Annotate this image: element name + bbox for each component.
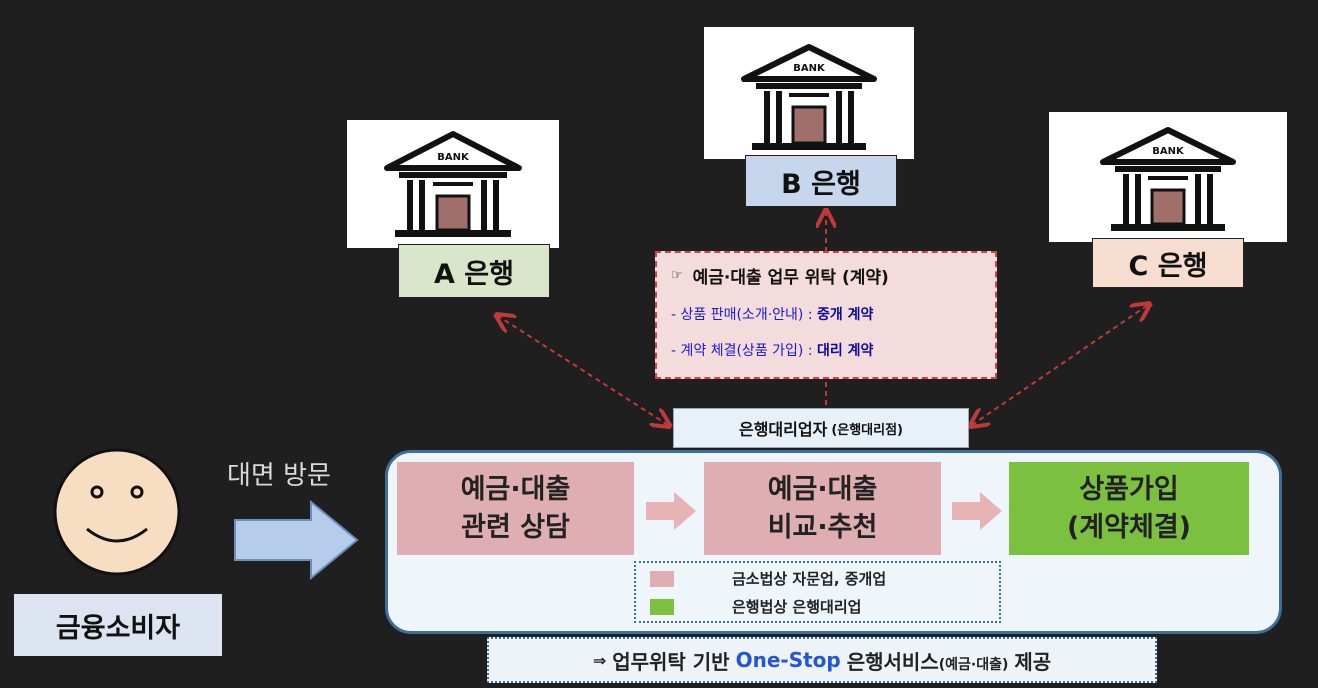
banner-tail: 제공 (1014, 649, 1052, 674)
contract-line-1-strong: 중개 계약 (816, 307, 874, 323)
bank-building-icon: BANK (741, 44, 877, 150)
legend-swatch-pink (650, 570, 674, 587)
step-2-line-1: 예금·대출 (767, 473, 878, 505)
banner-post: 은행서비스(예금·대출) (847, 646, 1009, 675)
contract-line-2-text: - 계약 체결(상품 가입) : (671, 343, 817, 359)
legend-item-pink: 금소법상 자문업, 중개업 (636, 568, 886, 589)
bank-b-label: B 은행 (745, 155, 897, 207)
bank-c-label: C 은행 (1092, 238, 1244, 288)
step-3-line-2: (계약체결) (1066, 511, 1192, 543)
step-arrow-icon (646, 492, 696, 530)
step-consultation: 예금·대출 관련 상담 (397, 462, 634, 555)
banner-post-text: 은행서비스 (846, 649, 939, 674)
bank-agent-label: 은행대리업자 (738, 420, 828, 439)
bank-agent-title: 은행대리업자 (은행대리점) (673, 408, 969, 448)
bank-a-image: BANK (347, 120, 559, 248)
arrow-agent-to-c (972, 305, 1148, 425)
smiley-face-icon (53, 448, 181, 576)
step-comparison: 예금·대출 비교·추천 (704, 462, 941, 555)
banner-small: (예금·대출) (938, 656, 1009, 673)
step-1-line-2: 관련 상담 (461, 511, 570, 543)
contract-title-row: ☞ 예금·대출 업무 위탁 (계약) (671, 263, 981, 288)
arrow-agent-to-a (498, 316, 668, 425)
bank-sign: BANK (793, 63, 826, 74)
pointing-hand-icon: ☞ (671, 268, 683, 283)
legend-item-green: 은행법상 은행대리업 (636, 596, 861, 617)
consumer-label: 금융소비자 (14, 594, 222, 656)
legend-swatch-green (650, 598, 674, 615)
bottom-banner: ⇒ 업무위탁 기반 One-Stop 은행서비스(예금·대출) 제공 (487, 637, 1157, 683)
banner-arrow: ⇒ (592, 650, 607, 670)
step-3-line-1: 상품가입 (1079, 473, 1179, 505)
step-contract: 상품가입 (계약체결) (1009, 462, 1249, 555)
bank-sign: BANK (1152, 146, 1185, 157)
step-1-line-1: 예금·대출 (460, 473, 571, 505)
legend-text-pink: 금소법상 자문업, 중개업 (732, 570, 887, 588)
legend-text-green: 은행법상 은행대리업 (732, 598, 862, 616)
bank-agent-sub: (은행대리점) (831, 422, 903, 438)
contract-title: 예금·대출 업무 위탁 (계약) (692, 268, 889, 288)
legend: 금소법상 자문업, 중개업 은행법상 은행대리업 (634, 561, 1001, 623)
bank-a-label: A 은행 (398, 244, 550, 298)
visit-arrow-icon (234, 500, 359, 580)
contract-box: ☞ 예금·대출 업무 위탁 (계약) - 상품 판매(소개·안내) : 중개 계… (655, 251, 997, 379)
bank-building-icon: BANK (1100, 127, 1236, 231)
contract-line-1-text: - 상품 판매(소개·안내) : (671, 307, 817, 323)
contract-line-2: - 계약 체결(상품 가입) : 대리 계약 (671, 340, 981, 360)
bank-c-image: BANK (1049, 112, 1287, 242)
bank-sign: BANK (437, 152, 470, 163)
visit-label: 대면 방문 (227, 461, 331, 491)
banner-brand: One-Stop (735, 648, 841, 672)
step-2-line-2: 비교·추천 (767, 511, 878, 543)
bank-building-icon: BANK (384, 131, 522, 237)
bank-b-image: BANK (704, 27, 914, 159)
step-arrow-icon (952, 492, 1002, 530)
contract-line-2-strong: 대리 계약 (816, 343, 874, 359)
banner-pre: 업무위탁 기반 (612, 649, 730, 674)
contract-line-1: - 상품 판매(소개·안내) : 중개 계약 (671, 304, 981, 324)
